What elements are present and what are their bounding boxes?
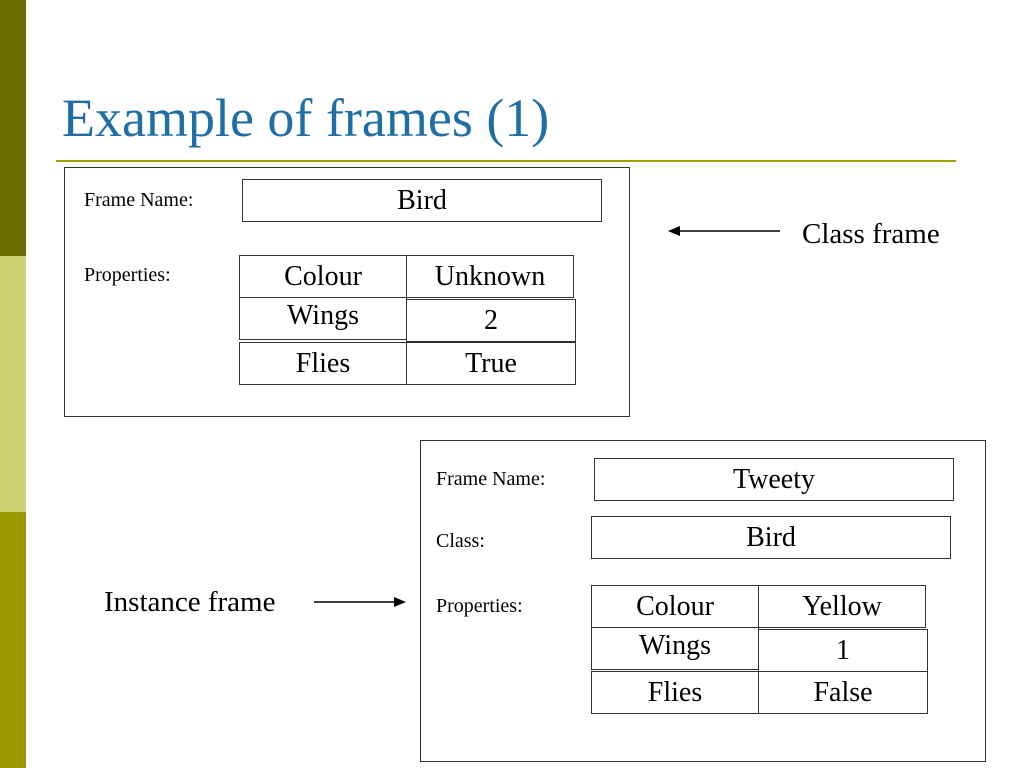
sidebar-stripe-top bbox=[0, 0, 26, 256]
class-frame-properties-label: Properties: bbox=[84, 264, 171, 286]
class-prop-name-wings: Wings bbox=[239, 297, 407, 340]
instance-class-label: Class: bbox=[436, 530, 485, 552]
instance-prop-name-wings: Wings bbox=[591, 627, 759, 670]
instance-prop-value-colour: Yellow bbox=[758, 585, 926, 628]
instance-prop-value-wings: 1 bbox=[758, 629, 928, 672]
title-underline bbox=[56, 160, 956, 162]
instance-prop-name-colour: Colour bbox=[591, 585, 759, 628]
slide-title: Example of frames (1) bbox=[62, 88, 550, 148]
instance-frame-properties-label: Properties: bbox=[436, 595, 523, 617]
instance-prop-name-flies: Flies bbox=[591, 671, 759, 714]
class-frame-name-value: Bird bbox=[242, 179, 602, 222]
instance-frame-name-value: Tweety bbox=[594, 458, 954, 501]
sidebar-stripe-bottom bbox=[0, 512, 26, 768]
instance-frame-caption: Instance frame bbox=[104, 586, 276, 618]
instance-prop-value-flies: False bbox=[758, 671, 928, 714]
class-frame-name-label: Frame Name: bbox=[84, 189, 194, 211]
instance-class-value: Bird bbox=[591, 516, 951, 559]
class-frame-caption: Class frame bbox=[802, 218, 940, 250]
class-prop-value-colour: Unknown bbox=[406, 255, 574, 298]
class-prop-value-wings: 2 bbox=[406, 299, 576, 342]
class-prop-value-flies: True bbox=[406, 342, 576, 385]
instance-frame-arrow bbox=[314, 597, 406, 607]
class-frame-arrow bbox=[668, 226, 780, 236]
sidebar-stripe-middle bbox=[0, 256, 26, 512]
class-prop-name-flies: Flies bbox=[239, 342, 407, 385]
instance-frame-name-label: Frame Name: bbox=[436, 468, 546, 490]
class-prop-name-colour: Colour bbox=[239, 255, 407, 298]
